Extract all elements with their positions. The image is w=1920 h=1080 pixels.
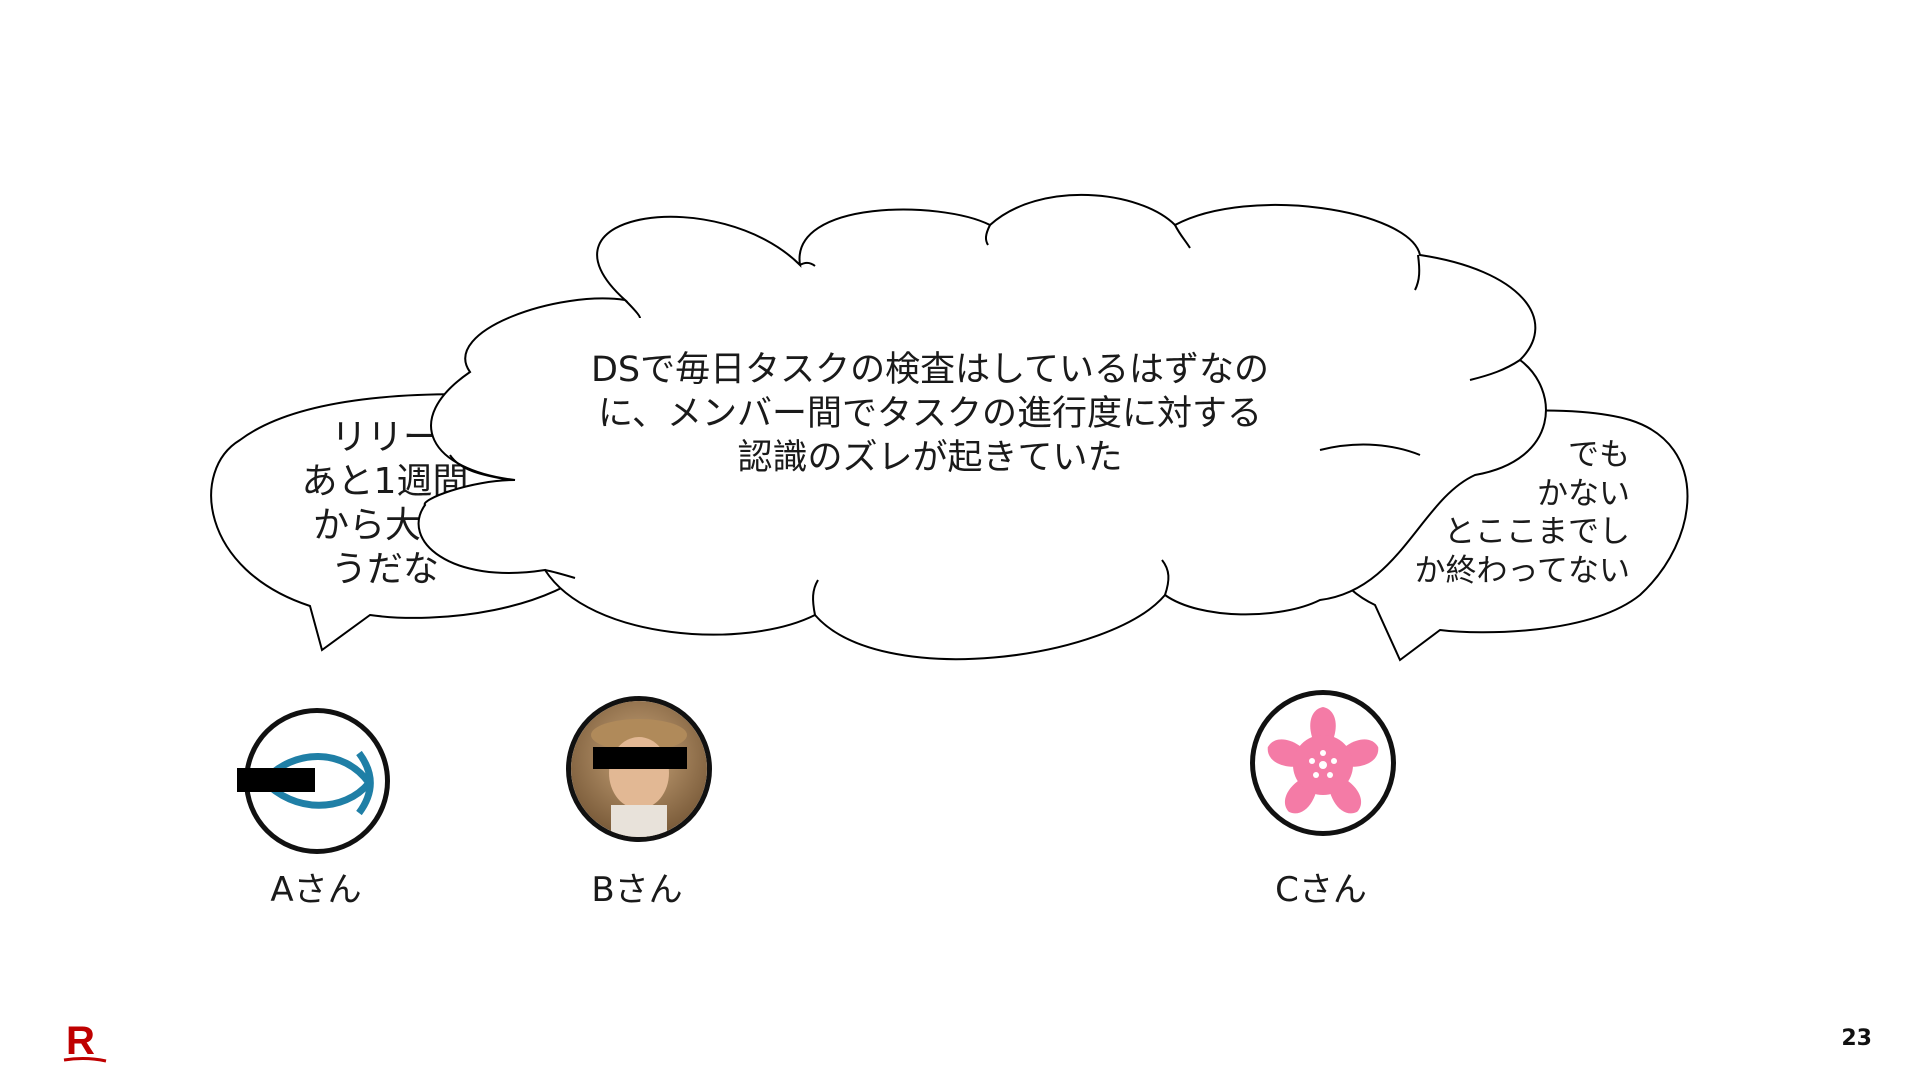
fish-icon — [261, 750, 374, 816]
person-name-b: Bさん — [591, 870, 683, 910]
page-number: 23 — [1841, 1026, 1872, 1051]
censor-bar-a — [237, 768, 315, 792]
person-photo — [571, 701, 707, 837]
person-name-c: Cさん — [1275, 870, 1367, 910]
avatar-b — [566, 696, 712, 842]
avatar-c — [1250, 690, 1396, 836]
speech-text-c: でも かない とここまでし か終わってない — [1414, 437, 1630, 589]
svg-text:R: R — [66, 1019, 95, 1063]
sakura-flower-icon — [1267, 707, 1379, 814]
rakuten-r-logo: R — [63, 1019, 107, 1063]
cloud-text: DSで毎日タスクの検査はしているはずなの に、メンバー間でタスクの進行度に対する… — [590, 350, 1270, 478]
person-name-a: Aさん — [270, 870, 362, 910]
